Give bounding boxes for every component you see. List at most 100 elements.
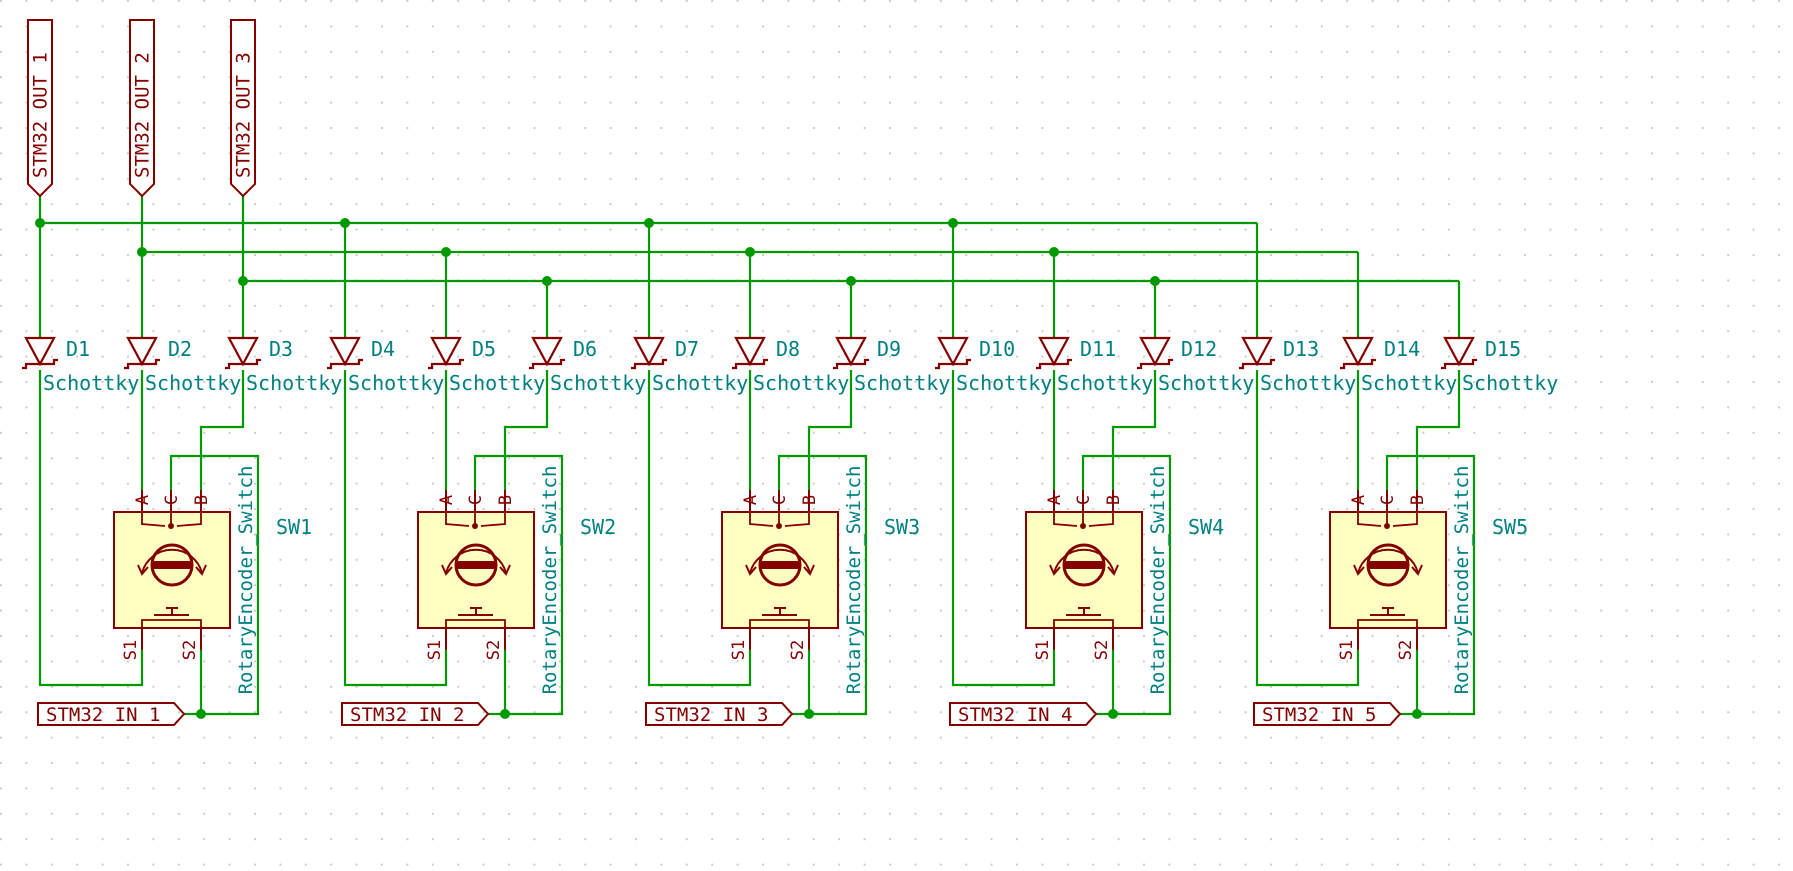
encoder-pin-name: B [1104, 495, 1124, 505]
encoder-arrow [441, 564, 453, 576]
wire [473, 454, 564, 716]
diode-ref: D6 [573, 337, 597, 361]
diode-value: Schottky [753, 371, 849, 395]
wire [38, 370, 144, 687]
encoder-pin-name: B [496, 495, 516, 505]
switch-value: RotaryEncoder_Switch [1451, 466, 1473, 695]
encoder-switch-contacts [749, 619, 810, 628]
diode-symbol [1342, 336, 1374, 367]
junction-dot [500, 709, 510, 719]
encoder-internal [480, 512, 506, 527]
encoder-body [417, 511, 535, 629]
encoder-pin-name: C [770, 495, 790, 505]
switch-value: RotaryEncoder_Switch [539, 466, 561, 695]
output-label-frame [129, 19, 155, 198]
diode-cathode-bar [529, 358, 565, 370]
diode-cathode-bar [631, 358, 667, 370]
junction-dot [542, 276, 552, 286]
junction-dot [804, 709, 814, 719]
diode-symbol [1241, 336, 1273, 367]
encoder-pin-name: S1 [1033, 640, 1053, 660]
diode-ref: D10 [979, 337, 1015, 361]
junction-dot [238, 276, 248, 286]
diode-value: Schottky [550, 371, 646, 395]
diode-symbol [24, 336, 56, 367]
input-label-text: STM32 IN 1 [46, 704, 160, 726]
diode-cathode-bar [428, 358, 464, 370]
encoder-knob-indicator [1065, 561, 1103, 569]
encoder-pin-name: A [133, 495, 153, 505]
encoder-rotation-arc [445, 548, 507, 574]
junction-dot [1150, 276, 1160, 286]
junction-dot [441, 247, 451, 257]
output-label-text: STM32 OUT 3 [233, 52, 255, 178]
wire [1255, 370, 1360, 687]
diode-value: Schottky [43, 371, 139, 395]
input-label-text: STM32 IN 5 [1262, 704, 1376, 726]
diode-value: Schottky [145, 371, 241, 395]
junction-dot [137, 247, 147, 257]
encoder-pin-name: C [162, 495, 182, 505]
diode-symbol [531, 336, 563, 367]
output-label-frame [230, 19, 256, 198]
input-label-frame [1253, 702, 1402, 726]
diode-value: Schottky [652, 371, 748, 395]
encoder-contact [1080, 523, 1086, 529]
encoder-arrow [195, 564, 207, 576]
encoder-arrow [745, 564, 757, 576]
encoder-knob [454, 543, 498, 587]
diode-ref: D3 [269, 337, 293, 361]
diode-symbol [1038, 336, 1070, 367]
encoder-arrow [1411, 564, 1423, 576]
input-label-frame [37, 702, 186, 726]
junction-dot [846, 276, 856, 286]
diode-symbol [633, 336, 665, 367]
encoder-knob-indicator [153, 561, 191, 569]
output-label-text: STM32 OUT 2 [132, 52, 154, 178]
encoder-switch-contacts [141, 619, 202, 628]
diode-cathode-bar [833, 358, 869, 370]
diode-symbol [430, 336, 462, 367]
diode-symbol [1139, 336, 1171, 367]
switch-value: RotaryEncoder_Switch [843, 466, 865, 695]
diode-cathode-bar [124, 358, 160, 370]
encoder-knob [758, 543, 802, 587]
input-label-text: STM32 IN 2 [350, 704, 464, 726]
junction-dot [948, 218, 958, 228]
switch-ref: SW2 [580, 515, 616, 539]
input-label-frame [341, 702, 490, 726]
wire [1415, 370, 1461, 490]
diode-value: Schottky [348, 371, 444, 395]
diode-symbol [227, 336, 259, 367]
encoder-internal [749, 512, 774, 527]
encoder-arrow [803, 564, 815, 576]
diode-ref: D15 [1485, 337, 1521, 361]
encoder-internal [1053, 512, 1078, 527]
wire [343, 370, 448, 687]
wire [503, 370, 549, 490]
encoder-pin-name: A [437, 495, 457, 505]
encoder-arrow [1353, 564, 1365, 576]
diode-cathode-bar [1036, 358, 1072, 370]
encoder-contact [776, 523, 782, 529]
output-label-frame [27, 19, 53, 198]
diode-value: Schottky [1260, 371, 1356, 395]
diode-value: Schottky [956, 371, 1052, 395]
input-label-frame [645, 702, 794, 726]
encoder-switch-contacts [1357, 619, 1418, 628]
encoder-pin-name: S1 [425, 640, 445, 660]
encoder-internal [1357, 512, 1382, 527]
wire [1081, 454, 1172, 716]
input-label-frame [949, 702, 1098, 726]
switch-ref: SW1 [276, 515, 312, 539]
wire [951, 370, 1056, 687]
diode-symbol [937, 336, 969, 367]
diode-cathode-bar [1441, 358, 1477, 370]
diode-cathode-bar [1340, 358, 1376, 370]
diode-symbol [835, 336, 867, 367]
wires [35, 196, 1476, 719]
input-label-text: STM32 IN 4 [958, 704, 1072, 726]
diode-ref: D4 [371, 337, 395, 361]
diode-value: Schottky [1158, 371, 1254, 395]
